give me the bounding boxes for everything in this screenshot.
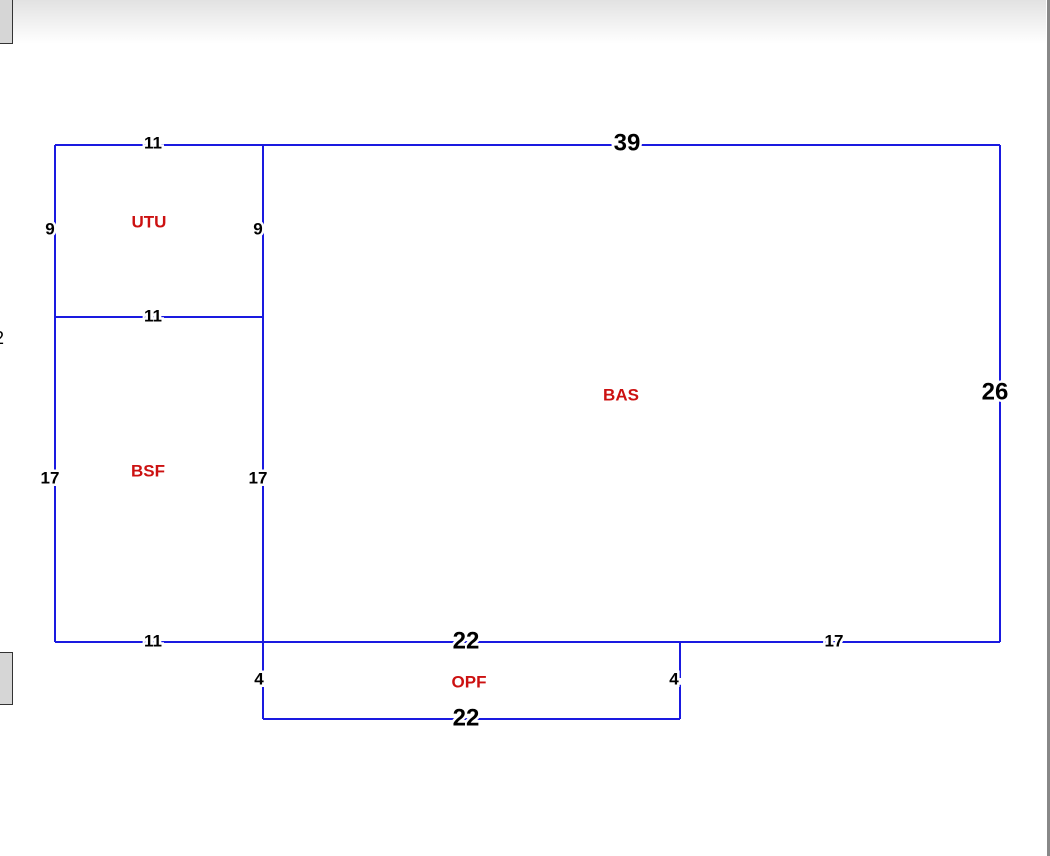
dim-opf-bottom: 22 (453, 705, 480, 732)
dim-utu-right: 9 (253, 220, 262, 239)
dim-bsf-bottom: 11 (144, 632, 162, 651)
dim-bsf-left: 17 (41, 469, 60, 488)
scrollbar-edge[interactable] (1047, 0, 1050, 856)
walls (54, 144, 1001, 720)
clipped-edge-text: 2 (0, 328, 4, 349)
dim-opf-left: 4 (254, 670, 264, 689)
dim-utu-top: 11 (144, 134, 162, 153)
dim-bas-top: 39 (614, 130, 641, 157)
area-label-bas[interactable]: BAS (603, 386, 639, 405)
area-label-utu[interactable]: UTU (132, 213, 167, 232)
dim-bsf-right: 17 (249, 469, 268, 488)
toolbar-shadow (0, 0, 1046, 44)
dim-utu-bottom: 11 (144, 307, 162, 326)
dim-bas-right: 26 (982, 379, 1009, 406)
dim-bas-bottom-mid: 22 (453, 628, 480, 655)
dim-opf-right: 4 (669, 670, 679, 689)
dim-bas-bottom-right: 17 (825, 632, 844, 651)
area-label-bsf[interactable]: BSF (131, 462, 165, 481)
dim-utu-left: 9 (45, 220, 54, 239)
area-label-opf[interactable]: OPF (452, 673, 487, 692)
side-button-bottom[interactable] (0, 652, 13, 705)
side-button-top[interactable] (0, 0, 13, 44)
